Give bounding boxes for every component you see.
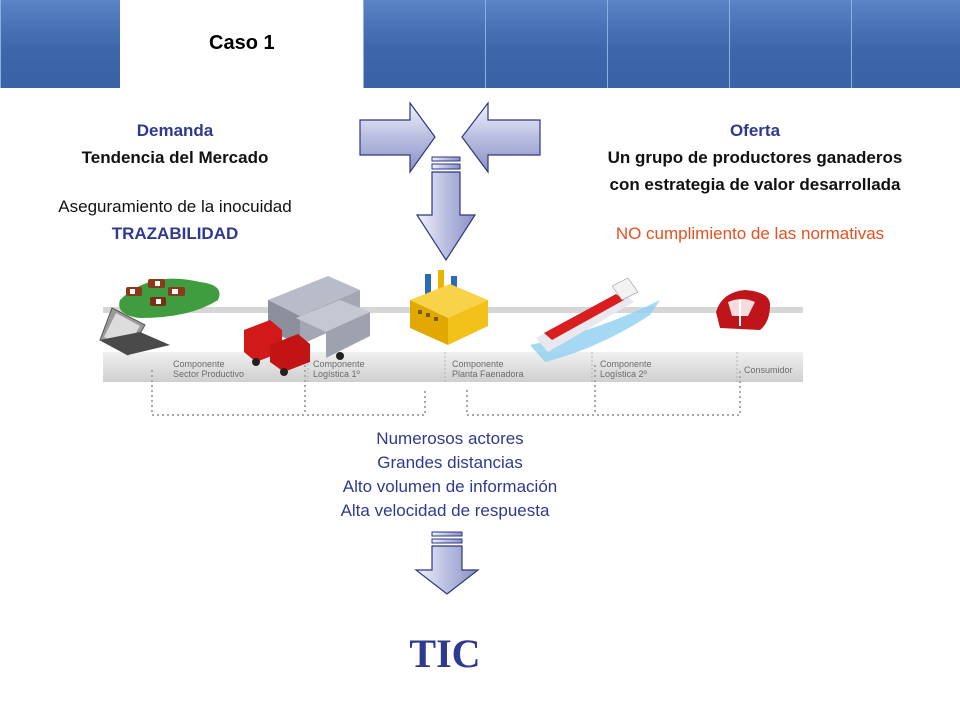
factor-item: Alto volumen de información: [342, 477, 558, 496]
factors-list: Numerosos actores Grandes distancias Alt…: [300, 427, 600, 523]
factor-item: Numerosos actores: [376, 429, 524, 448]
demanda-line1: Aseguramiento de la inocuidad: [58, 197, 292, 216]
arrow-bar-icon: [431, 156, 461, 162]
oferta-block: Oferta Un grupo de productores ganaderos…: [560, 117, 950, 247]
header-band: [0, 0, 960, 88]
result-tic: TIC: [409, 631, 481, 676]
truck-icon: [270, 300, 370, 376]
arrow-bar-icon: [431, 538, 463, 544]
header-tile: [363, 0, 486, 88]
header-tile: [729, 0, 852, 88]
laptop-icon: [99, 307, 170, 356]
oferta-line2: con estrategia de valor desarrollada: [609, 175, 901, 194]
chain-band: [103, 352, 803, 382]
oferta-line1: Un grupo de productores ganaderos: [607, 148, 903, 167]
page-title: Caso 1: [209, 32, 275, 54]
arrow-bar-icon: [431, 163, 461, 170]
demanda-subtitle: Tendencia del Mercado: [81, 148, 269, 167]
demanda-title: Demanda: [136, 121, 214, 140]
arrow-bar-icon: [431, 531, 463, 537]
header-tab: [120, 0, 363, 88]
header-tile: [851, 0, 960, 88]
factor-item: Grandes distancias: [377, 453, 523, 472]
stage-label-consumidor: Consumidor: [744, 365, 793, 375]
ship-icon: [530, 277, 660, 362]
meat-icon: [716, 290, 770, 330]
arrow-down-icon: [414, 545, 480, 595]
header-tile: [607, 0, 730, 88]
arrow-left-icon: [461, 101, 541, 174]
factory-icon: [410, 270, 488, 345]
header-tile: [485, 0, 608, 88]
oferta-note: NO cumplimiento de las normativas: [615, 224, 885, 243]
bracket-connector: [466, 370, 741, 416]
demanda-block: Demanda Tendencia del Mercado Aseguramie…: [20, 117, 330, 247]
header-tile: [0, 0, 121, 88]
farm-icon: [119, 278, 220, 318]
factor-item: Alta velocidad de respuesta: [340, 501, 550, 520]
demanda-line2: TRAZABILIDAD: [111, 224, 239, 243]
arrow-down-icon: [415, 171, 477, 262]
oferta-title: Oferta: [729, 121, 781, 140]
bracket-connector: [151, 370, 426, 416]
arrow-right-icon: [359, 101, 436, 174]
